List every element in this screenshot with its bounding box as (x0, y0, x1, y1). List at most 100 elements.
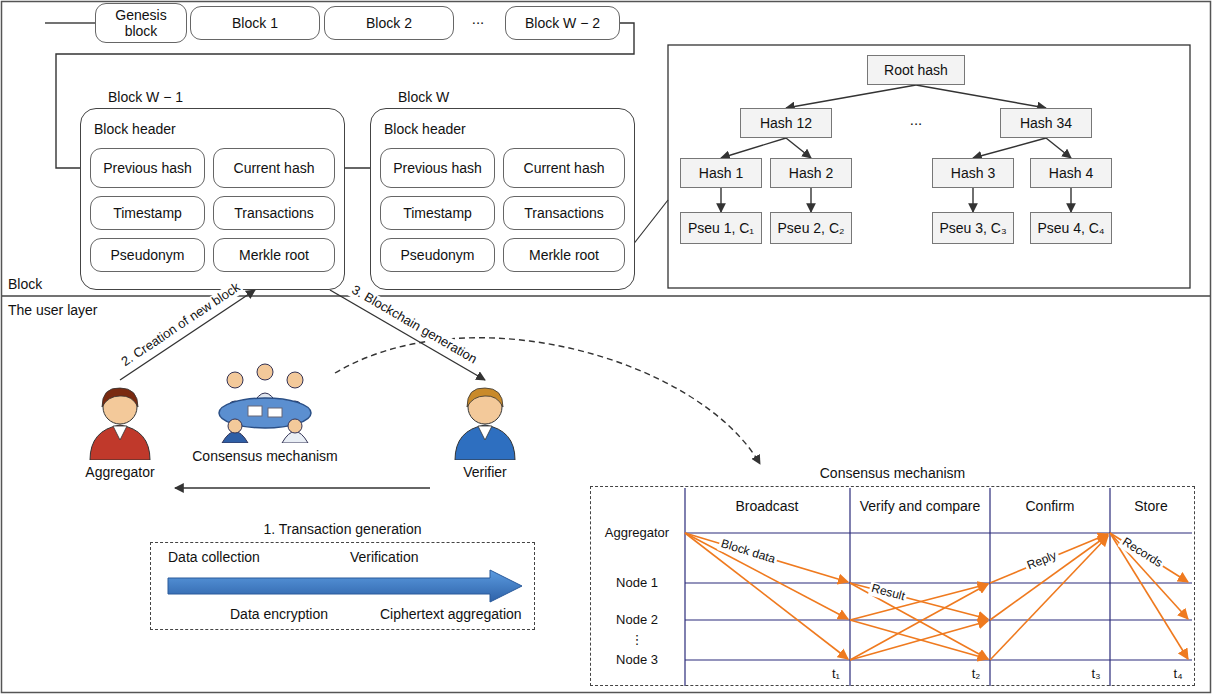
icon-holder (450, 380, 520, 464)
block-title: Block W (398, 89, 449, 105)
drawing-part (102, 388, 138, 407)
region-label: Block (8, 276, 42, 292)
block-container: Block WBlock headerPrevious hashCurrent … (370, 88, 635, 290)
box-label: Timestamp (403, 205, 472, 221)
drawing-part (288, 419, 302, 433)
region-label: The user layer (8, 302, 97, 318)
hash-box: Pseu 2, C₂ (770, 212, 852, 244)
grid-line (685, 659, 1192, 660)
actor: Aggregator (65, 380, 175, 498)
message-label: Records (1118, 534, 1167, 572)
field-box: Block 1 (190, 6, 320, 40)
drawing-part (455, 425, 515, 460)
box-label: Hash 4 (1049, 165, 1093, 181)
connector (175, 487, 430, 488)
field-box: Transactions (213, 196, 335, 230)
field-box: Block 2 (324, 6, 454, 40)
connector (120, 290, 255, 380)
box-label: Hash 2 (789, 165, 833, 181)
grid-line (685, 619, 1192, 620)
drawing-part (268, 408, 282, 417)
connector (1046, 138, 1071, 158)
box-label: Previous hash (103, 160, 192, 176)
hash-box: Pseu 4, C₄ (1030, 212, 1112, 244)
message-arrow (850, 621, 988, 660)
box-label: Transactions (234, 205, 314, 221)
message-arrow (990, 534, 1108, 583)
drawing-part (287, 372, 303, 388)
hash-box: Pseu 3, C₃ (932, 212, 1014, 244)
grid-line (684, 488, 685, 686)
transaction-panel: 1. Transaction generationData collection… (150, 520, 535, 630)
arrow-holder (150, 568, 535, 608)
block-container: Block W − 1Block headerPrevious hashCurr… (80, 88, 345, 290)
connector (330, 290, 485, 380)
time-label: t₂ (972, 667, 981, 682)
edge-label: 3. Blockchain generation (346, 281, 480, 367)
ellipsis: ⋮ (631, 633, 644, 648)
connector (721, 138, 786, 158)
field-box: Timestamp (380, 196, 495, 230)
box-label: Merkle root (529, 247, 599, 263)
box-label: Previous hash (393, 160, 482, 176)
connector (1070, 188, 1071, 212)
drawing-part (248, 406, 262, 416)
field-box: Block W − 2 (505, 6, 620, 40)
box-label: Timestamp (113, 205, 182, 221)
drawing-part (478, 426, 492, 440)
box-label: Merkle root (239, 247, 309, 263)
box-label: Genesis block (102, 7, 180, 39)
message-arrow (1110, 533, 1188, 659)
dashed-connector (335, 338, 760, 464)
connector (810, 188, 811, 212)
row-label: Node 1 (616, 576, 658, 591)
layer-separator (2, 295, 1210, 296)
consensus-actor: Consensus mechanism (185, 358, 345, 480)
person-icon (85, 380, 155, 460)
connector (973, 138, 1046, 158)
hash-box: Hash 4 (1030, 158, 1112, 188)
box-label: Hash 3 (951, 165, 995, 181)
step-label: Verification (350, 549, 418, 565)
connector (786, 138, 811, 158)
hash-box: Root hash (867, 55, 965, 85)
hash-box: Pseu 1, C₁ (680, 212, 762, 244)
drawing-part (90, 425, 150, 460)
box-label: Pseu 1, C₁ (688, 220, 754, 236)
box-label: Transactions (524, 205, 604, 221)
message-label: Reply (1023, 548, 1060, 574)
hash-box: Hash 34 (1000, 108, 1092, 138)
hash-box: Hash 2 (770, 158, 852, 188)
time-label: t₄ (1174, 667, 1183, 682)
edge-label: 2. Creation of new block (117, 279, 245, 371)
phase-label: Verify and compare (860, 498, 981, 514)
message-arrows (685, 533, 1188, 660)
timing-grid (685, 488, 1192, 686)
drawing-part (227, 372, 243, 388)
row-label: Aggregator (605, 526, 669, 541)
box-label: Hash 1 (699, 165, 743, 181)
actor-label: Verifier (430, 464, 540, 480)
message-arrow (685, 533, 848, 619)
phase-label: Store (1134, 498, 1167, 514)
box-label: Hash 12 (760, 115, 812, 131)
grid-line (989, 488, 990, 686)
step-label: Data collection (168, 549, 260, 565)
grid-line (849, 488, 850, 686)
message-arrow (685, 533, 848, 659)
block-header-label: Block header (94, 121, 176, 137)
actor: Verifier (430, 380, 540, 498)
step-label: Data encryption (230, 606, 328, 622)
person-icon (450, 380, 520, 460)
box-label: Pseu 4, C₄ (1037, 220, 1104, 236)
grid-line (1109, 488, 1110, 686)
icon-holder (210, 358, 320, 447)
field-box: Pseudonym (90, 238, 205, 272)
block-header-label: Block header (384, 121, 466, 137)
box-label: Block W − 2 (525, 15, 600, 31)
box-label: Block 2 (366, 15, 412, 31)
field-box: Timestamp (90, 196, 205, 230)
consensus-panel: Consensus mechanism (590, 464, 1195, 686)
box-label: Current hash (234, 160, 315, 176)
